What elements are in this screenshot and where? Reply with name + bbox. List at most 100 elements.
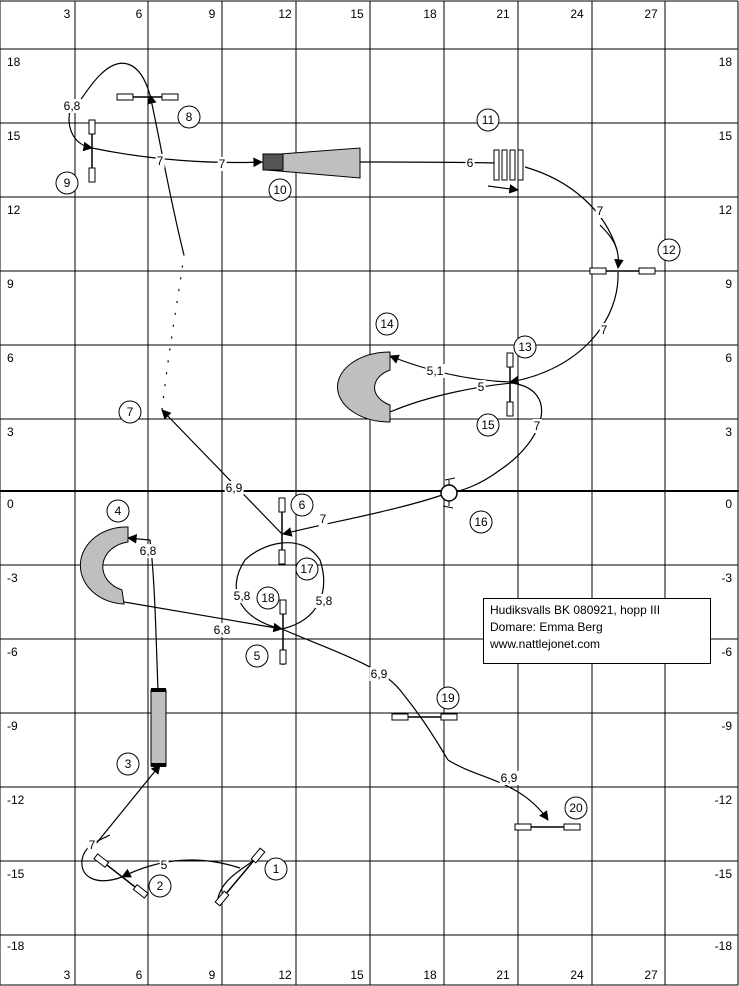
number-circle (256, 586, 280, 610)
distance-label: 6 (467, 156, 474, 170)
tunnel-3 (150, 689, 167, 767)
obstacle-number-6: 6 (290, 493, 314, 517)
distance-label: 5,8 (316, 594, 333, 608)
jump-19 (391, 713, 458, 721)
obstacle-number-9: 9 (55, 171, 79, 195)
distance-label-bg (465, 156, 475, 170)
y-tick-label-left: 6 (7, 351, 14, 365)
obstacle-number-18: 18 (256, 586, 280, 610)
number-circle (476, 108, 500, 132)
distance-label: 6,9 (226, 481, 243, 495)
number-label: 15 (481, 418, 495, 432)
x-tick-label-top: 24 (570, 7, 584, 21)
number-circle (118, 400, 142, 424)
obstacle-number-15: 15 (476, 413, 500, 437)
obstacle-number-13: 13 (513, 335, 537, 359)
distance-label: 7 (601, 323, 608, 337)
number-circle (476, 413, 500, 437)
y-tick-label-right: -15 (715, 867, 733, 881)
x-tick-label-bottom: 18 (423, 968, 437, 982)
number-label: 2 (157, 879, 164, 893)
jump-12 (589, 267, 656, 275)
distance-label-bg (62, 99, 82, 113)
jump-9 (88, 119, 96, 183)
distance-label-bg (212, 623, 232, 637)
x-tick-label-bottom: 6 (136, 968, 143, 982)
x-tick-label-bottom: 15 (350, 968, 364, 982)
number-circle (657, 238, 681, 262)
number-circle (148, 874, 172, 898)
x-tick-label-top: 27 (644, 7, 658, 21)
distance-label-bg (595, 204, 605, 218)
jump-2 (93, 853, 149, 899)
number-circle (564, 796, 588, 820)
distance-label: 7 (157, 154, 164, 168)
y-tick-label-left: -6 (7, 645, 18, 659)
distance-label-bg (155, 154, 165, 168)
distance-label-bg (224, 481, 244, 495)
y-tick-label-left: -18 (7, 939, 25, 953)
obstacles (79, 93, 656, 907)
obstacle-number-10: 10 (268, 178, 292, 202)
x-tick-label-bottom: 24 (570, 968, 584, 982)
number-circle (245, 644, 269, 668)
judge-name: Domare: Emma Berg (490, 620, 603, 634)
obstacle-number-11: 11 (476, 108, 500, 132)
number-circle (375, 312, 399, 336)
x-tick-label-top: 3 (64, 7, 71, 21)
chute-10-entry (262, 153, 284, 171)
distance-label-bg (87, 838, 97, 852)
obstacle-number-1: 1 (264, 857, 288, 881)
spread-jump-11 (493, 149, 524, 181)
number-label: 5 (254, 649, 261, 663)
distance-label-bg (159, 858, 169, 872)
distance-label: 7 (597, 204, 604, 218)
number-circle (436, 686, 460, 710)
number-label: 3 (125, 757, 132, 771)
y-tick-label-left: 9 (7, 277, 14, 291)
number-circle (469, 510, 493, 534)
jump-13 (506, 352, 514, 417)
y-tick-label-right: -9 (721, 719, 732, 733)
number-label: 4 (115, 504, 122, 518)
jump-20 (514, 823, 581, 831)
y-tick-label-right: 15 (719, 129, 733, 143)
obstacle-number-20: 20 (564, 796, 588, 820)
x-tick-label-top: 9 (209, 7, 216, 21)
distance-label: 5,8 (234, 589, 251, 603)
number-circle (513, 335, 537, 359)
number-label: 17 (300, 562, 314, 576)
y-tick-label-left: 12 (7, 203, 21, 217)
number-label: 1 (273, 862, 280, 876)
number-circle (55, 171, 79, 195)
distance-label: 7 (320, 512, 327, 526)
jump-1 (214, 847, 266, 907)
number-label: 14 (380, 317, 394, 331)
distance-label: 5,1 (427, 364, 444, 378)
obstacle-number-8: 8 (177, 105, 201, 129)
number-circle (295, 557, 319, 581)
y-tick-label-left: -15 (7, 867, 25, 881)
obstacle-number-17: 17 (295, 557, 319, 581)
number-label: 9 (64, 176, 71, 190)
y-tick-label-right: 6 (725, 351, 732, 365)
y-tick-label-left: 3 (7, 425, 14, 439)
distance-label-bg (532, 419, 542, 433)
obstacle-number-14: 14 (375, 312, 399, 336)
distance-label: 5 (161, 858, 168, 872)
number-label: 6 (299, 498, 306, 512)
x-tick-label-bottom: 9 (209, 968, 216, 982)
x-tick-label-top: 18 (423, 7, 437, 21)
obstacle-number-19: 19 (436, 686, 460, 710)
number-label: 19 (441, 691, 455, 705)
curved-tunnel-14 (337, 351, 391, 423)
y-tick-label-left: -9 (7, 719, 18, 733)
number-label: 13 (518, 340, 532, 354)
y-tick-label-left: 0 (7, 497, 14, 511)
y-tick-label-left: -12 (7, 793, 25, 807)
distance-label: 6,8 (140, 544, 157, 558)
course-info-box: Hudiksvalls BK 080921, hopp III Domare: … (483, 598, 711, 664)
tunnel-3-end (151, 688, 166, 692)
distance-label: 5 (478, 380, 485, 394)
